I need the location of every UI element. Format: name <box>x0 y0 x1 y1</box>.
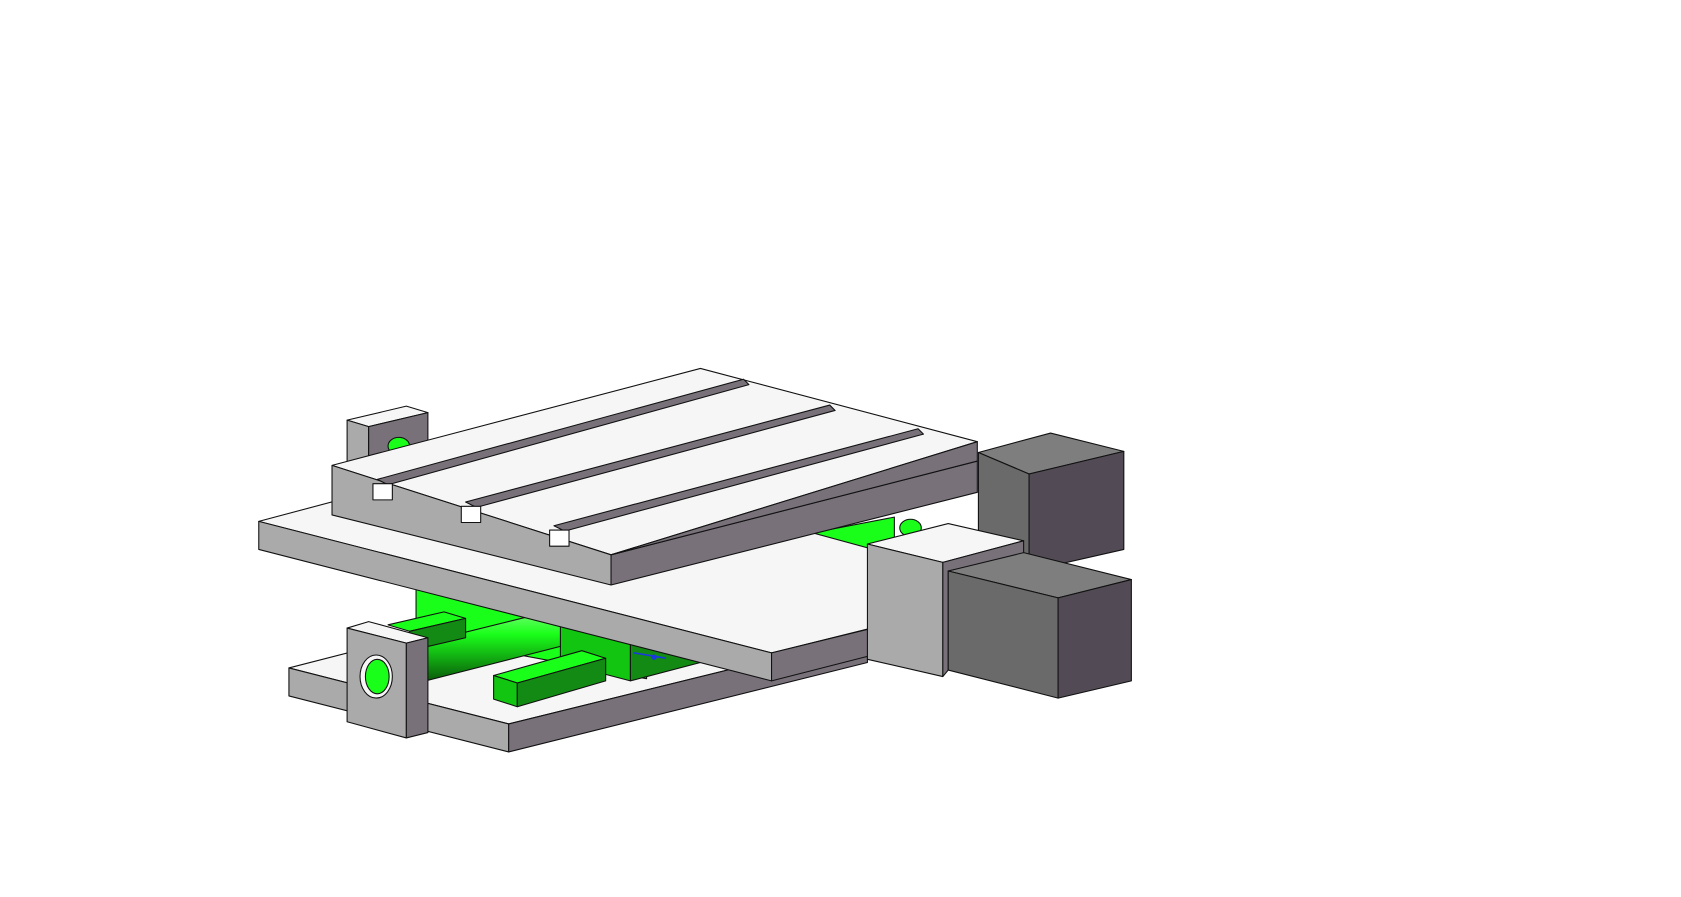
t-slot <box>549 428 924 547</box>
t-slot <box>460 404 836 524</box>
t-slot-table[interactable] <box>331 367 978 586</box>
front-bearing-block[interactable] <box>346 621 429 739</box>
dimension-marker[interactable] <box>633 652 667 660</box>
front-motor[interactable] <box>866 523 1132 699</box>
t-slot <box>372 378 750 501</box>
